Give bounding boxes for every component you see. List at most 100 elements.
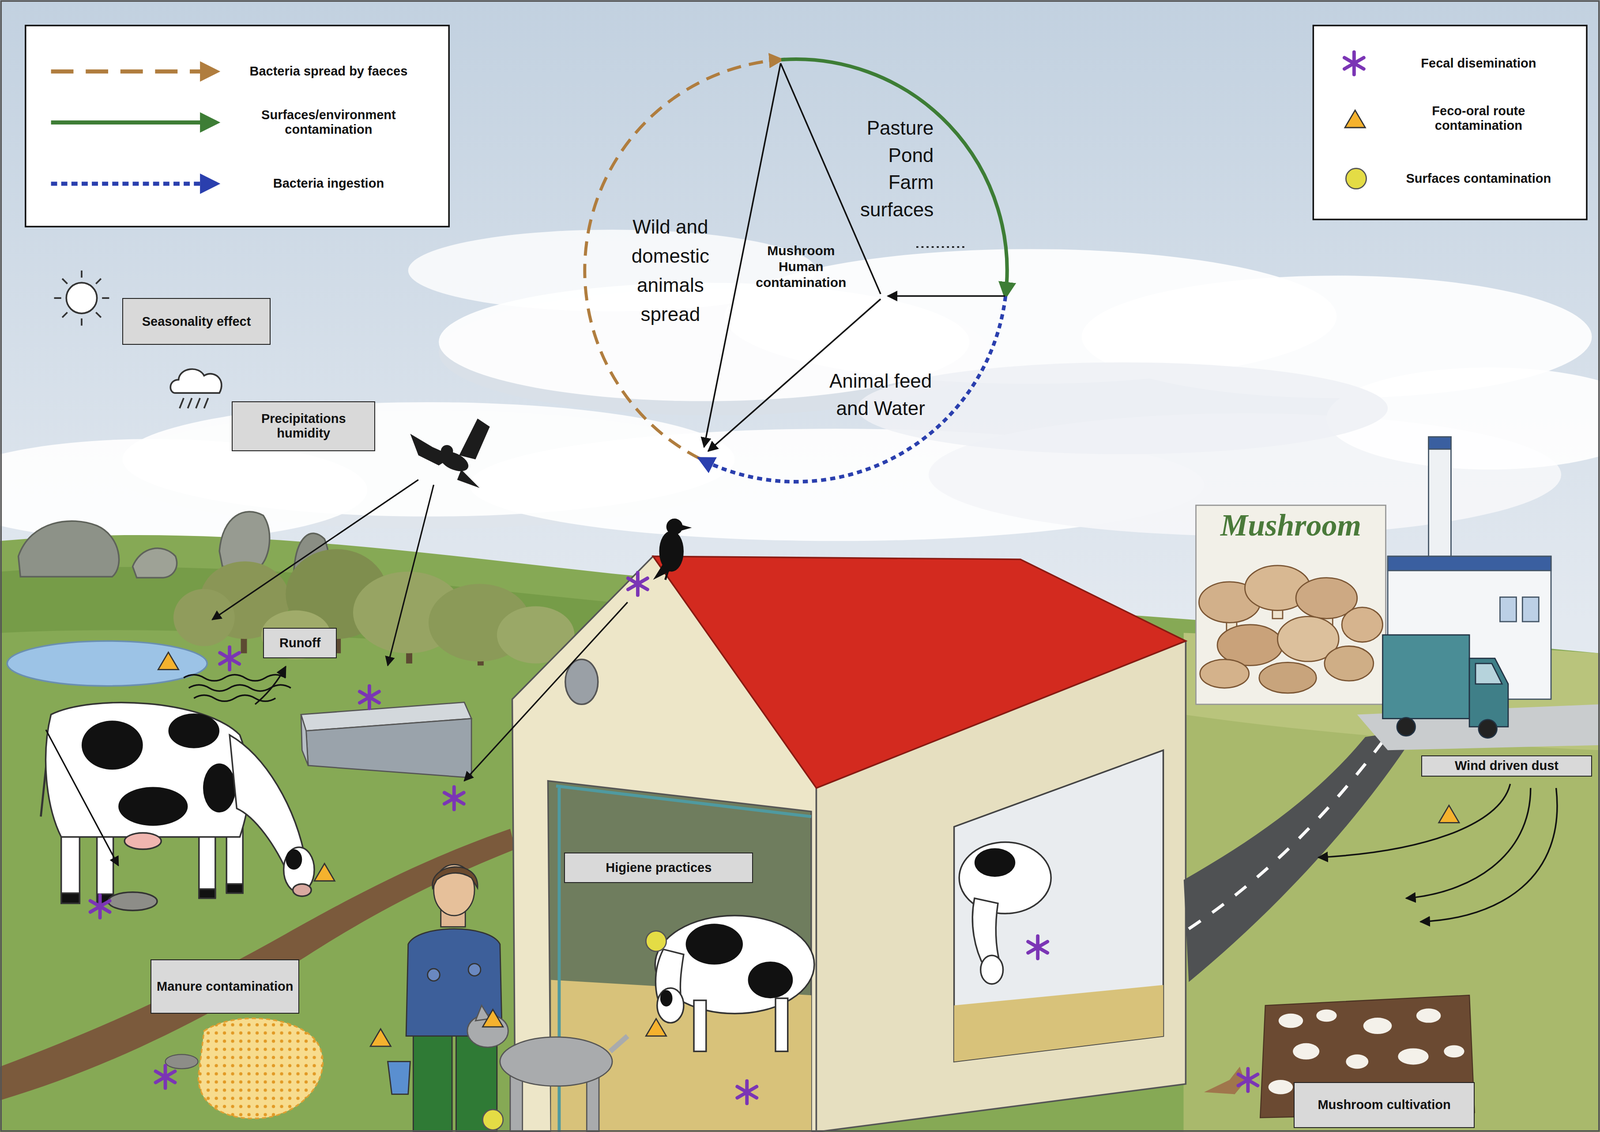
weather-icons bbox=[66, 282, 97, 313]
ground bbox=[1183, 714, 1600, 1132]
trees bbox=[173, 549, 575, 666]
water-trough bbox=[301, 702, 472, 778]
wind-arrows bbox=[1318, 783, 1558, 922]
mushroom-bed bbox=[1397, 1047, 1429, 1065]
field-cow bbox=[118, 786, 188, 826]
leader-lines bbox=[212, 479, 419, 620]
road bbox=[1183, 728, 1419, 982]
barn bbox=[653, 556, 1186, 788]
ground bbox=[0, 534, 1600, 1132]
label-text-group: Manure contamination bbox=[156, 978, 294, 994]
mushroom-bed bbox=[1443, 1044, 1465, 1058]
factory bbox=[1357, 436, 1600, 751]
weather-icons bbox=[54, 270, 110, 326]
label-text-group: Runoff bbox=[279, 635, 321, 651]
manure-heap bbox=[165, 1054, 199, 1069]
legend-frames bbox=[1344, 52, 1364, 75]
factory bbox=[1522, 597, 1539, 622]
mushroom-bed bbox=[1292, 1042, 1320, 1060]
label-box: Wind driven dust bbox=[1421, 755, 1592, 777]
cycle-diagram bbox=[700, 296, 1006, 482]
runoff-lines bbox=[188, 684, 291, 691]
contamination-symbols bbox=[314, 863, 335, 881]
contamination-symbols bbox=[645, 930, 667, 952]
mushroom-bed bbox=[1268, 1079, 1293, 1094]
legend-text: Surfaces/environment contamination bbox=[241, 107, 416, 138]
field-cow bbox=[168, 713, 220, 749]
field-cow bbox=[81, 720, 144, 770]
rocks bbox=[18, 520, 120, 577]
label-text-group: Wind driven dust bbox=[1454, 758, 1559, 773]
field-cow bbox=[199, 888, 216, 899]
mushroom-bed bbox=[1204, 994, 1475, 1118]
runoff-lines bbox=[183, 674, 286, 681]
eagle bbox=[410, 418, 490, 488]
road bbox=[1188, 734, 1388, 929]
mushroom-package bbox=[1341, 607, 1383, 643]
label-box: Manure contamination bbox=[150, 959, 300, 1014]
diagram-label: Mushroom Human contamination bbox=[749, 242, 852, 291]
leader-lines bbox=[387, 484, 434, 666]
mushroom-bed bbox=[1260, 994, 1475, 1118]
runoff-lines bbox=[255, 666, 286, 705]
dog bbox=[609, 1035, 628, 1052]
barn bbox=[974, 847, 1016, 877]
water-trough bbox=[301, 714, 309, 766]
crow bbox=[653, 563, 670, 580]
legend-frames bbox=[51, 181, 217, 186]
mushroom-bed bbox=[1204, 1066, 1245, 1094]
contamination-symbols bbox=[370, 1028, 391, 1046]
pond bbox=[7, 640, 208, 686]
truck bbox=[1478, 719, 1498, 738]
ground bbox=[0, 534, 1600, 1132]
mushroom-package bbox=[1324, 645, 1374, 681]
diagram-label: Pasture Pond Farm surfaces bbox=[851, 114, 934, 223]
label-text-group: Precipitations humidity bbox=[237, 411, 369, 441]
barn bbox=[954, 984, 1164, 1062]
contamination-symbols bbox=[359, 685, 380, 709]
factory bbox=[1387, 556, 1552, 571]
label-box: Runoff bbox=[263, 627, 337, 659]
leader-lines bbox=[212, 479, 628, 781]
field-cow bbox=[293, 883, 312, 896]
legend-frames bbox=[51, 120, 217, 125]
contamination-symbols bbox=[482, 1109, 504, 1130]
field-cow bbox=[229, 734, 306, 876]
label-text-group: Higiene practices bbox=[605, 860, 712, 875]
contamination-symbols bbox=[1238, 1068, 1258, 1092]
truck bbox=[1382, 634, 1470, 719]
contamination-symbols bbox=[1027, 935, 1048, 959]
farmer bbox=[387, 864, 503, 1132]
label-box: Precipitations humidity bbox=[231, 401, 376, 452]
legend-frames bbox=[1345, 168, 1367, 189]
eagle bbox=[457, 469, 480, 489]
mushroom-bed bbox=[1278, 1013, 1303, 1028]
dog bbox=[500, 1036, 613, 1086]
wind-arrows bbox=[1420, 787, 1558, 922]
field-cow bbox=[45, 729, 119, 866]
field-cow bbox=[40, 702, 315, 911]
field-cow bbox=[124, 832, 162, 850]
contamination-symbols bbox=[482, 1009, 504, 1027]
legend-frames bbox=[1313, 25, 1587, 220]
factory bbox=[1499, 597, 1517, 622]
eagle bbox=[440, 444, 454, 458]
trees bbox=[173, 588, 235, 646]
barn bbox=[954, 749, 1164, 1062]
legend-frames bbox=[25, 25, 1587, 227]
wind-arrows bbox=[1406, 787, 1531, 899]
mushroom-package bbox=[1196, 504, 1386, 704]
cycle-diagram bbox=[887, 295, 1006, 297]
ground bbox=[1183, 632, 1600, 1132]
contamination-symbols bbox=[90, 895, 110, 918]
farmer bbox=[387, 1061, 411, 1094]
road bbox=[1183, 728, 1419, 982]
diagram-label: Wild and domestic animals spread bbox=[619, 212, 722, 329]
clouds bbox=[408, 229, 817, 312]
mushroom-bed bbox=[1363, 1017, 1393, 1034]
cycle-diagram bbox=[584, 59, 782, 459]
box-label: Manure contamination bbox=[156, 978, 294, 994]
runoff-lines bbox=[183, 666, 291, 705]
rocks bbox=[132, 548, 177, 578]
